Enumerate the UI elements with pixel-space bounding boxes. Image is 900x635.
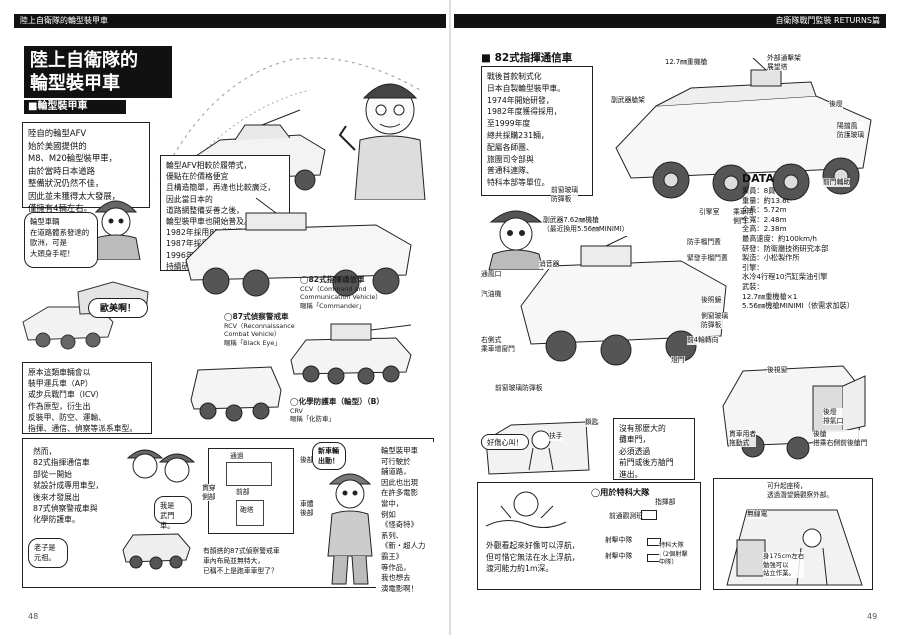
diagram-caption: 有顏搭的87式偵察警戒車 車內布局並無特大， 已稱不上是跑車車型了？: [198, 542, 304, 582]
section-title: ■ 82式指揮通信車: [481, 52, 573, 64]
type82-ccv-illustration: [185, 197, 412, 297]
label-vent: 通風口: [481, 270, 502, 279]
page-title: 陸上自衛隊的 輪型裝甲車: [24, 46, 172, 98]
spec-line: 研發：防衛廳技術研究本部: [742, 243, 829, 253]
spec-line: 最高速度：約100km/h: [742, 233, 817, 243]
left-page: 陸上自衛隊的輪型裝甲車 陸上自衛隊的 輪型裝甲車 ■輪型裝甲車 陸自的輪型AFV…: [0, 0, 449, 635]
label-back-entry: 後艙 搭乘右側前後艙門: [813, 430, 868, 447]
spec-line: 重量：約13.6t: [742, 195, 790, 205]
bubble-type82-origin: 然而， 82式指揮通信車 部從一開始 就設計成專用車型， 後來才發展出 87式偵…: [28, 442, 132, 534]
bubble-new-car: 新車輛 出動！: [312, 442, 346, 470]
label-front-glass: 前窗玻璃防彈板: [495, 384, 543, 393]
label-guard: 陽擋風 防護玻璃: [837, 122, 865, 139]
bubble-old: 老子是 元祖。: [28, 538, 68, 568]
history-text-box: 戰後首款制式化 日本自製輪型裝甲車。 1974年開始研發， 1982年度獲得採用…: [481, 66, 593, 196]
spec-line: 製造：小松製作所: [742, 253, 800, 263]
swim-text: 外觀看起來好像可以浮航， 但可惜它無法在水上浮航， 渡河能力約1m深。: [481, 536, 611, 586]
spec-line: 12.7㎜重機槍×1: [742, 291, 798, 301]
spec-line: 全長：5.72m: [742, 205, 787, 215]
label-right-hatch: 右側式 乘車增窗門: [481, 336, 515, 353]
spec-line: 水冷4行程10汽缸柴油引擎: [742, 272, 828, 282]
rear-door-open-illustration: [722, 365, 866, 460]
bubble-europe: 輪型車輛 在道路體系發達的 歐洲，可是 大頭身手呢！: [24, 212, 98, 268]
type82-rear-illustration: [520, 236, 727, 366]
swim-panel: [477, 482, 701, 590]
page-number-right: 49: [867, 612, 878, 621]
female-soldier-character: [327, 473, 373, 585]
interior-person-label: 身175cm左右 勉強可以 站立作業。: [763, 552, 805, 578]
label-antenna: 副武器艙架: [611, 96, 645, 105]
swim-section-title: ◯用於特科大隊: [591, 487, 650, 497]
label-back-door: 貫車用者 拖動式: [729, 430, 757, 447]
label-step: 引擎室: [699, 208, 720, 217]
interior-illustration: [726, 509, 863, 586]
label-side-hatch: 乘車用 側門: [733, 208, 754, 225]
interior-note: 可升起座椅， 透過潛望鏡觀察外部。: [767, 482, 833, 499]
intro-text-box: 陸自的輪型AFV 始於美國提供的 M8、M20輪型裝甲車， 由於當時日本道路 整…: [22, 122, 150, 213]
page-number-left: 48: [28, 612, 39, 621]
diagram-rear-label: 後部: [300, 456, 314, 465]
crew-faces: [126, 449, 196, 483]
bubble-sad: 我是 武門車。: [154, 496, 192, 530]
door-note-box: 沒有那麼大的 攤車門， 必須透過 前門或後方艙門 進出。: [613, 418, 695, 480]
unit-org-chart: 指揮部 前通觀測班 射擊中隊 射擊中隊 特科大隊 （2個射擊 中隊）: [605, 498, 688, 568]
roles-text-box: 原本這類車輛會以 裝甲運兵車（AP） 或步兵戰鬥車（ICV） 作為原型，衍生出 …: [22, 362, 152, 434]
bubble-trouble: 好傷心叫！: [481, 434, 529, 450]
label-bottom-light: 消音器: [539, 260, 560, 269]
section-subtitle: ■輪型裝甲車: [24, 100, 126, 114]
label-smoke: 防手榴門蓋: [687, 238, 721, 247]
left-running-header: 陸上自衛隊的輪型裝甲車: [14, 14, 446, 28]
spec-line: 全高：2.38m: [742, 224, 787, 234]
label-rear-door: 緊發手榴門蓋: [687, 254, 728, 263]
caption-82: ◯82式指揮通信車 CCV（Command and Communication …: [300, 275, 382, 310]
movie-text: 輪型裝甲車 可行駛於 鋪道路， 因此也出現 在許多電影 當中， 例如 《怪奇特》…: [376, 442, 434, 593]
label-handrail: 扶手: [549, 432, 563, 441]
bubble-oumei: 歐美啊！: [88, 298, 148, 318]
diagram-turret-rear-label: 車體 後部: [300, 500, 314, 517]
label-rear-gate: 後照鏡: [701, 296, 722, 305]
spec-line: 5.56㎜機槍MINIMI（依需求加裝）: [742, 301, 855, 311]
right-running-header: 自衛隊戰鬥監裝 RETURNS篇: [454, 14, 886, 28]
label-rear-ramp: 後燈 排氣口: [823, 408, 844, 425]
label-mg: 12.7㎜重機槍: [665, 58, 708, 67]
label-inside: 後視窗: [767, 366, 788, 375]
label-driver-window: 前窗玻璃 防彈板: [551, 186, 579, 203]
label-sub-weapon: 副武器7.62㎜機槍 （最近換用5.56㎜MINIMI）: [543, 216, 629, 233]
spec-line: 乘員：8員: [742, 186, 776, 195]
caption-chemical: ◯化學防護車（輪型）（B） CRV 暱稱「化防車」: [290, 397, 385, 423]
label-exhaust: 燈門: [671, 356, 685, 365]
right-page: 自衛隊戰鬥監裝 RETURNS篇 ■ 82式指揮通信車 戰後首款制式化 日本自製…: [451, 0, 900, 635]
label-lock: 鎖匙: [585, 418, 599, 427]
label-muffler: 汽油機: [481, 290, 502, 299]
small-vehicles-sketch: [122, 533, 191, 570]
page-gutter: [449, 0, 451, 635]
spec-list: 乘員：8員 重量：約13.6t 全長：5.72m 全寬：2.48m 全高：2.3…: [742, 186, 892, 311]
chemical-defense-vehicle-illustration: [190, 366, 282, 422]
spec-line: 引擎：: [742, 262, 764, 272]
label-front-wheel: 前4輪轉向: [687, 336, 719, 345]
officer-character: [488, 210, 544, 270]
spec-line: 全寬：2.48m: [742, 214, 787, 224]
caption-87: ◯87式偵察警戒車 RCV（Reconnaissance Combat Vehi…: [224, 312, 295, 347]
vehicle-layout-diagram: 通過 貫穿 側部 砲塔 前部: [200, 444, 300, 536]
spec-line: 武裝：: [742, 281, 764, 291]
interior-panel: [713, 478, 873, 590]
interior-seat-label: 無線電: [747, 510, 768, 519]
label-wheels: 前門輔助: [823, 178, 851, 187]
label-rear-light: 後燈: [829, 100, 843, 109]
type87-rcv-illustration: [290, 323, 412, 385]
label-hatch-outer: 外部通擊架 展望塔: [767, 54, 801, 71]
label-side-guard: 側窗玻璃 防彈板: [701, 312, 729, 329]
data-title: DATA: [742, 172, 774, 185]
swimming-soldier-illustration: [485, 491, 567, 528]
